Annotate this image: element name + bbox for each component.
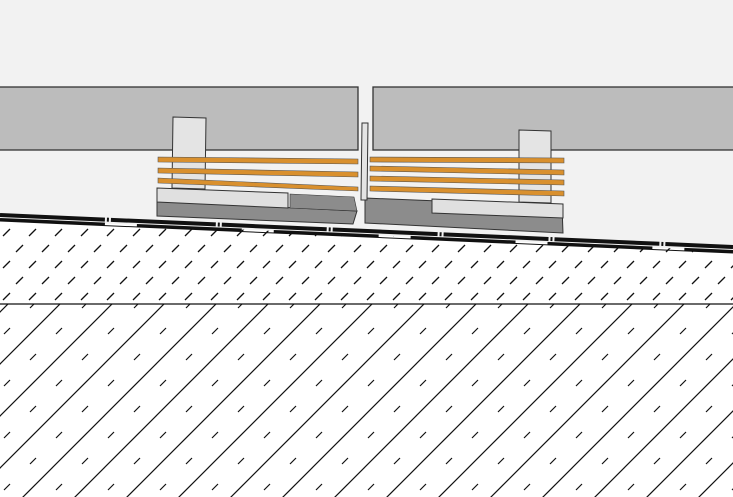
- center-joint-profile: [360, 122, 369, 201]
- left-base-light: [156, 187, 289, 209]
- right-strips: [369, 156, 565, 197]
- left-post: [171, 116, 207, 190]
- membrane: [0, 213, 733, 254]
- left-base-step: [289, 193, 358, 212]
- left-strips: [157, 156, 359, 192]
- right-slab: [372, 86, 733, 151]
- screed-hatch: [0, 219, 733, 304]
- concrete-hatch: [0, 304, 733, 497]
